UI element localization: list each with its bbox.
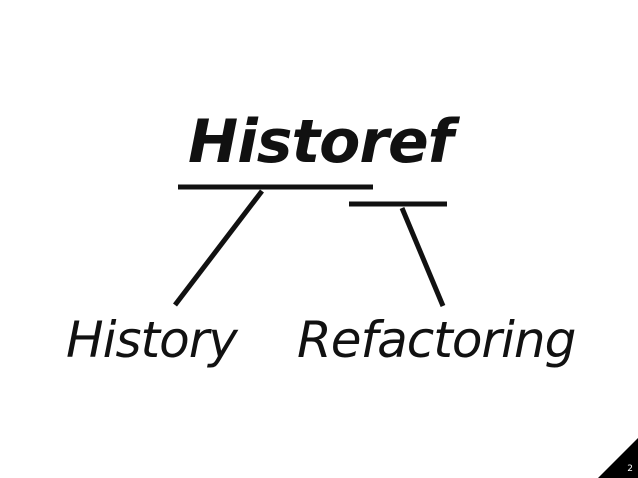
connector-refactoring <box>399 207 446 307</box>
slide-title: Historef <box>188 107 454 177</box>
connector-history <box>173 189 264 307</box>
word-history: History <box>66 311 238 369</box>
page-corner <box>598 438 638 478</box>
word-refactoring: Refactoring <box>297 311 576 369</box>
page-number: 2 <box>627 464 633 474</box>
